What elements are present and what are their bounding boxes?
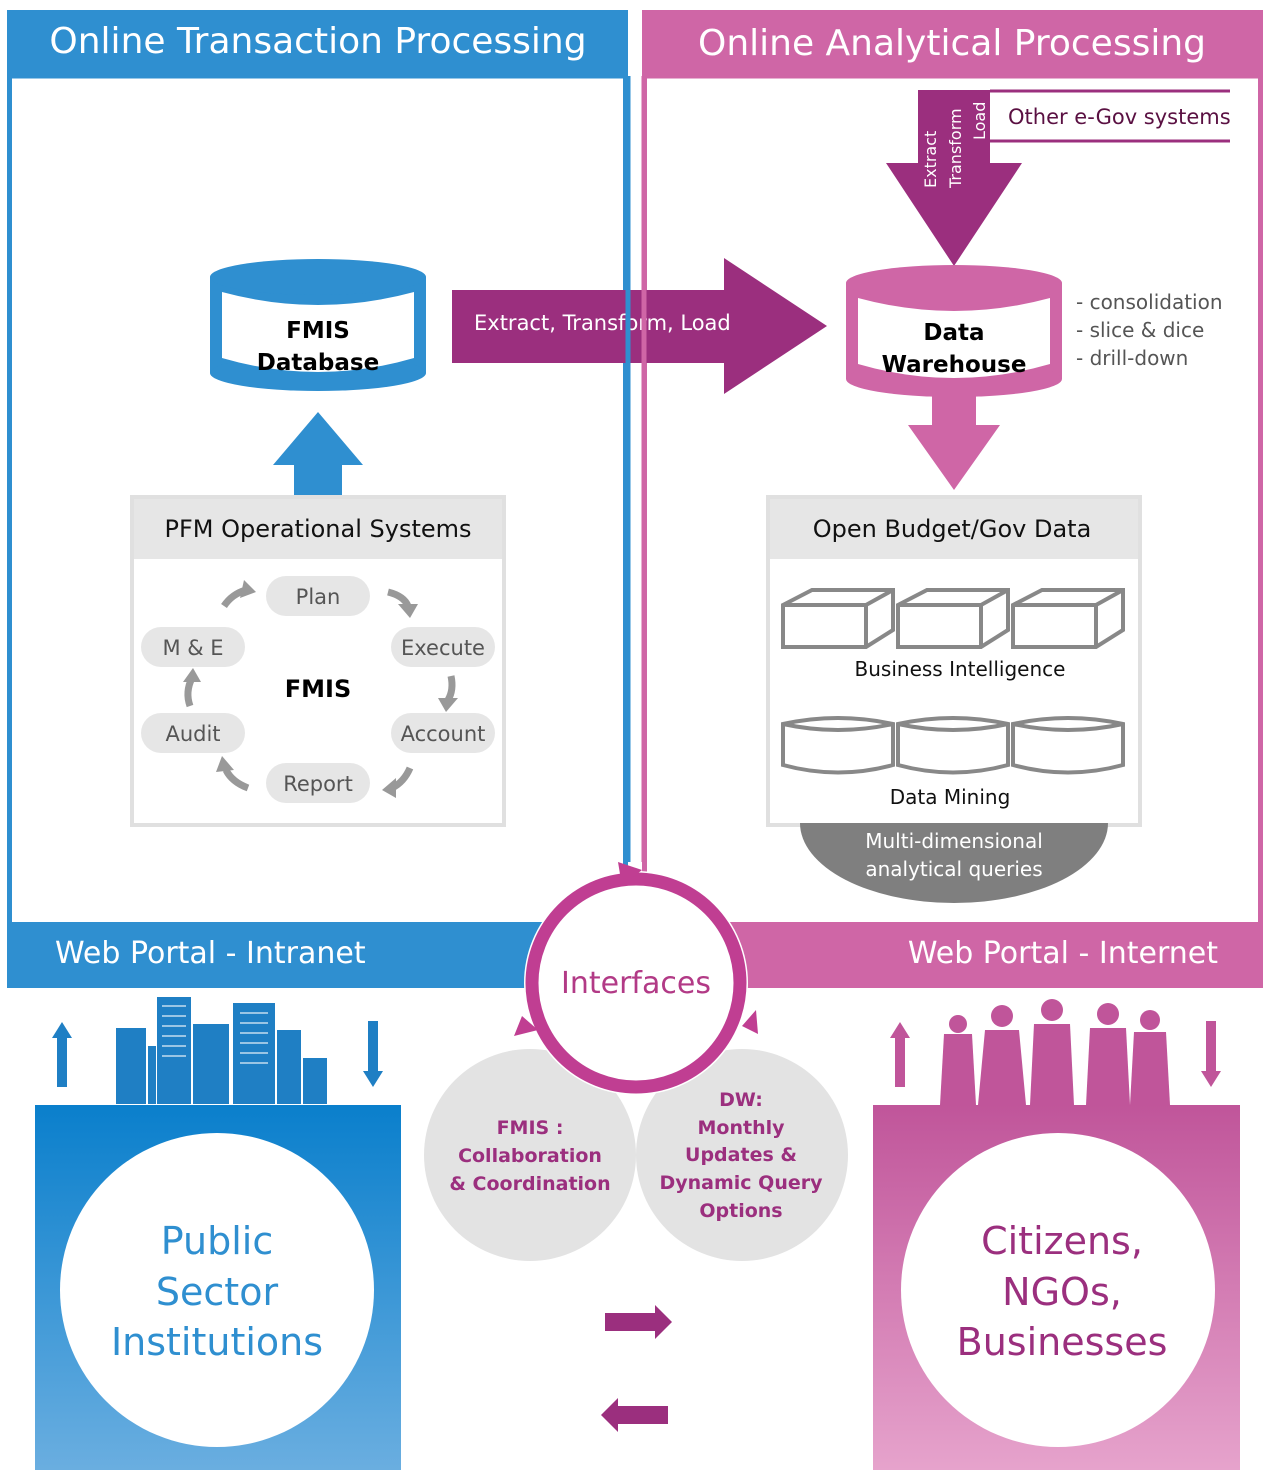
fmis-database: FMIS Database (210, 259, 426, 391)
dm-cylinders-icon (781, 716, 1125, 775)
dw-line2: Warehouse (882, 352, 1027, 378)
etl-vertical-extract: Extract (921, 131, 940, 188)
fmis-db-line2: Database (257, 350, 379, 376)
etl-arrow (452, 258, 827, 394)
up-arrow-to-db (273, 412, 363, 498)
dw-feature-drill-down: - drill-down (1076, 346, 1188, 370)
etl-vertical-load: Load (970, 102, 989, 140)
dw-bubble-line5: Options (699, 1200, 782, 1222)
pfm-title: PFM Operational Systems (164, 515, 471, 543)
cycle-plan: Plan (296, 585, 341, 609)
queries-halfdisc (800, 823, 1108, 903)
dw-line1: Data (923, 320, 984, 346)
cycle-audit: Audit (165, 722, 220, 746)
citizens-line1: Citizens, (981, 1219, 1143, 1263)
fmis-db-line1: FMIS (286, 318, 350, 344)
portal-internet-label: Web Portal - Internet (908, 936, 1218, 971)
fmis-bubble-line2: Collaboration (458, 1145, 602, 1167)
dw-feature-consolidation: - consolidation (1076, 290, 1223, 314)
dw-feature-slice-dice: - slice & dice (1076, 318, 1204, 342)
public-line2: Sector (156, 1270, 279, 1314)
cycle-arrowheads (183, 580, 458, 798)
cycle-plan-pill (266, 576, 370, 616)
cycle-center-label: FMIS (285, 675, 352, 703)
down-arrow-left (363, 1021, 383, 1087)
dw-bubble-line2: Monthly (698, 1117, 786, 1139)
olap-header (642, 10, 1263, 76)
fmis-bubble (424, 1049, 636, 1261)
public-sector-block: Public Sector Institutions (35, 1105, 401, 1470)
oltp-panel: Online Transaction Processing (7, 10, 628, 929)
dw-bubble-line4: Dynamic Query (659, 1172, 823, 1194)
cycle-report: Report (283, 772, 353, 796)
olap-title: Online Analytical Processing (698, 23, 1206, 64)
cycle-audit-pill (141, 713, 245, 753)
bi-cubes-icon (781, 588, 1125, 649)
skyline-icon (116, 997, 327, 1104)
dw-bubble-line3: Updates & (685, 1144, 797, 1166)
people-silhouettes-icon (940, 999, 1170, 1105)
dw-bubble-line1: DW: (719, 1089, 763, 1111)
public-line3: Institutions (111, 1320, 323, 1364)
interfaces-ring: Interfaces (514, 862, 758, 1095)
etl-arrow-label: Extract, Transform, Load (474, 311, 731, 335)
cycle-me-pill (141, 627, 245, 667)
skyline-windows (162, 1005, 268, 1064)
other-egov-label: Other e-Gov systems (1008, 105, 1231, 129)
up-arrow-left (52, 1022, 72, 1087)
queries-line2: analytical queries (865, 857, 1042, 881)
interfaces-title: Interfaces (561, 966, 711, 1001)
up-arrow-right (890, 1022, 910, 1087)
etl-vertical-transform: Transform (946, 108, 965, 189)
cycle-me: M & E (162, 636, 223, 660)
open-data-box: Open Budget/Gov Data Business Intelligen… (766, 495, 1142, 827)
cycle-account-pill (391, 713, 495, 753)
open-data-title: Open Budget/Gov Data (813, 515, 1092, 543)
oltp-title: Online Transaction Processing (49, 21, 586, 62)
fmis-bubble-line1: FMIS : (497, 1117, 564, 1139)
egov-etl: Other e-Gov systems Extract Transform Lo… (886, 89, 1231, 266)
citizens-block: Citizens, NGOs, Businesses (873, 1105, 1240, 1470)
down-arrow-right (1201, 1021, 1221, 1087)
arrow-right-bottom (605, 1305, 672, 1339)
public-line1: Public (161, 1219, 273, 1263)
arrow-left-bottom (601, 1398, 668, 1432)
pfm-box: PFM Operational Systems Plan Execute Acc… (130, 495, 506, 827)
queries-line1: Multi-dimensional (865, 829, 1043, 853)
citizens-line2: NGOs, (1002, 1270, 1122, 1314)
dw-bubble (636, 1049, 848, 1261)
cycle-account: Account (401, 722, 486, 746)
cycle-execute-pill (391, 627, 495, 667)
fmis-bubble-line3: & Coordination (449, 1173, 610, 1195)
cycle-execute: Execute (401, 636, 485, 660)
down-arrow-from-dw (908, 394, 1000, 490)
cycle-report-pill (266, 763, 370, 803)
dm-label: Data Mining (890, 785, 1011, 809)
oltp-header (7, 10, 628, 76)
bi-label: Business Intelligence (855, 657, 1066, 681)
portal-intranet-label: Web Portal - Intranet (55, 936, 366, 971)
data-warehouse: Data Warehouse (846, 265, 1062, 397)
citizens-line3: Businesses (957, 1320, 1168, 1364)
